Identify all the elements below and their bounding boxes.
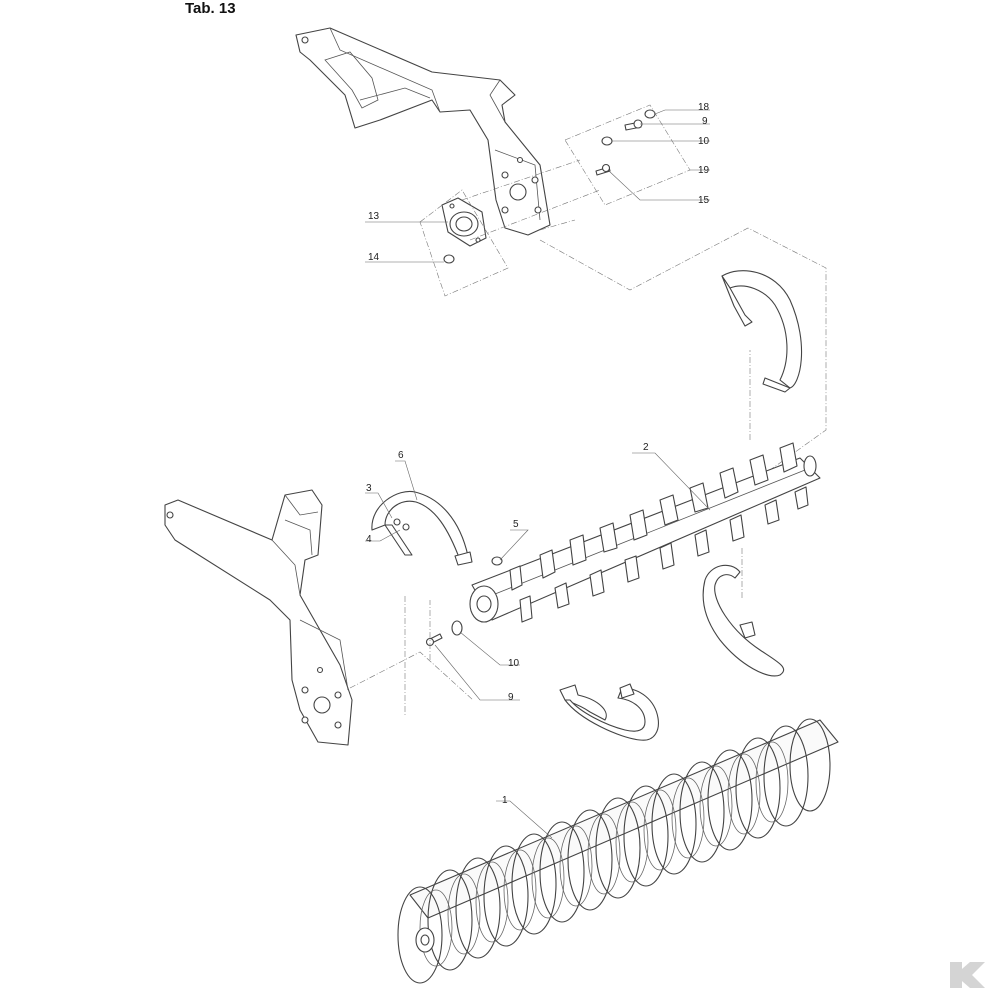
bearing-flange-13 xyxy=(441,197,487,247)
shaft-tines xyxy=(509,442,809,623)
callout-6: 6 xyxy=(398,450,404,461)
bolt-15 xyxy=(595,163,611,176)
callout-5: 5 xyxy=(513,519,519,530)
scraper-band-6 xyxy=(371,490,473,566)
callout-10-upper: 10 xyxy=(698,136,710,147)
shaft-2 xyxy=(469,455,821,623)
callout-15: 15 xyxy=(698,195,710,206)
callout-10-lower: 10 xyxy=(508,658,520,669)
callout-1: 1 xyxy=(502,795,508,806)
callout-13: 13 xyxy=(368,211,380,222)
callout-leaders xyxy=(365,109,711,839)
diagram-title: Tab. 13 xyxy=(185,0,236,17)
callout-9-lower: 9 xyxy=(508,692,514,703)
callout-labels: 18 9 10 19 15 13 14 6 3 4 5 2 10 9 1 xyxy=(366,102,710,806)
callout-18: 18 xyxy=(698,102,710,113)
callout-19: 19 xyxy=(698,165,710,176)
washer-10-upper xyxy=(601,136,613,146)
scraper-band-bottom xyxy=(559,683,659,741)
scraper-band-upper xyxy=(721,270,803,393)
coil-roller-1 xyxy=(397,718,839,984)
washer-10-lower xyxy=(451,620,463,636)
lower-frame-bracket xyxy=(164,489,353,746)
nut-14 xyxy=(443,254,455,264)
nut-5 xyxy=(491,556,503,566)
callout-4: 4 xyxy=(366,534,372,545)
callout-3: 3 xyxy=(366,483,372,494)
callout-14: 14 xyxy=(368,252,380,263)
upper-frame-bracket xyxy=(295,27,551,236)
callout-2: 2 xyxy=(643,442,649,453)
scraper-band-lower-right xyxy=(702,564,785,677)
callout-9-upper: 9 xyxy=(702,116,708,127)
bolt-9-upper xyxy=(624,119,643,131)
bolt-9-lower xyxy=(425,633,443,647)
brand-logo xyxy=(950,962,985,988)
